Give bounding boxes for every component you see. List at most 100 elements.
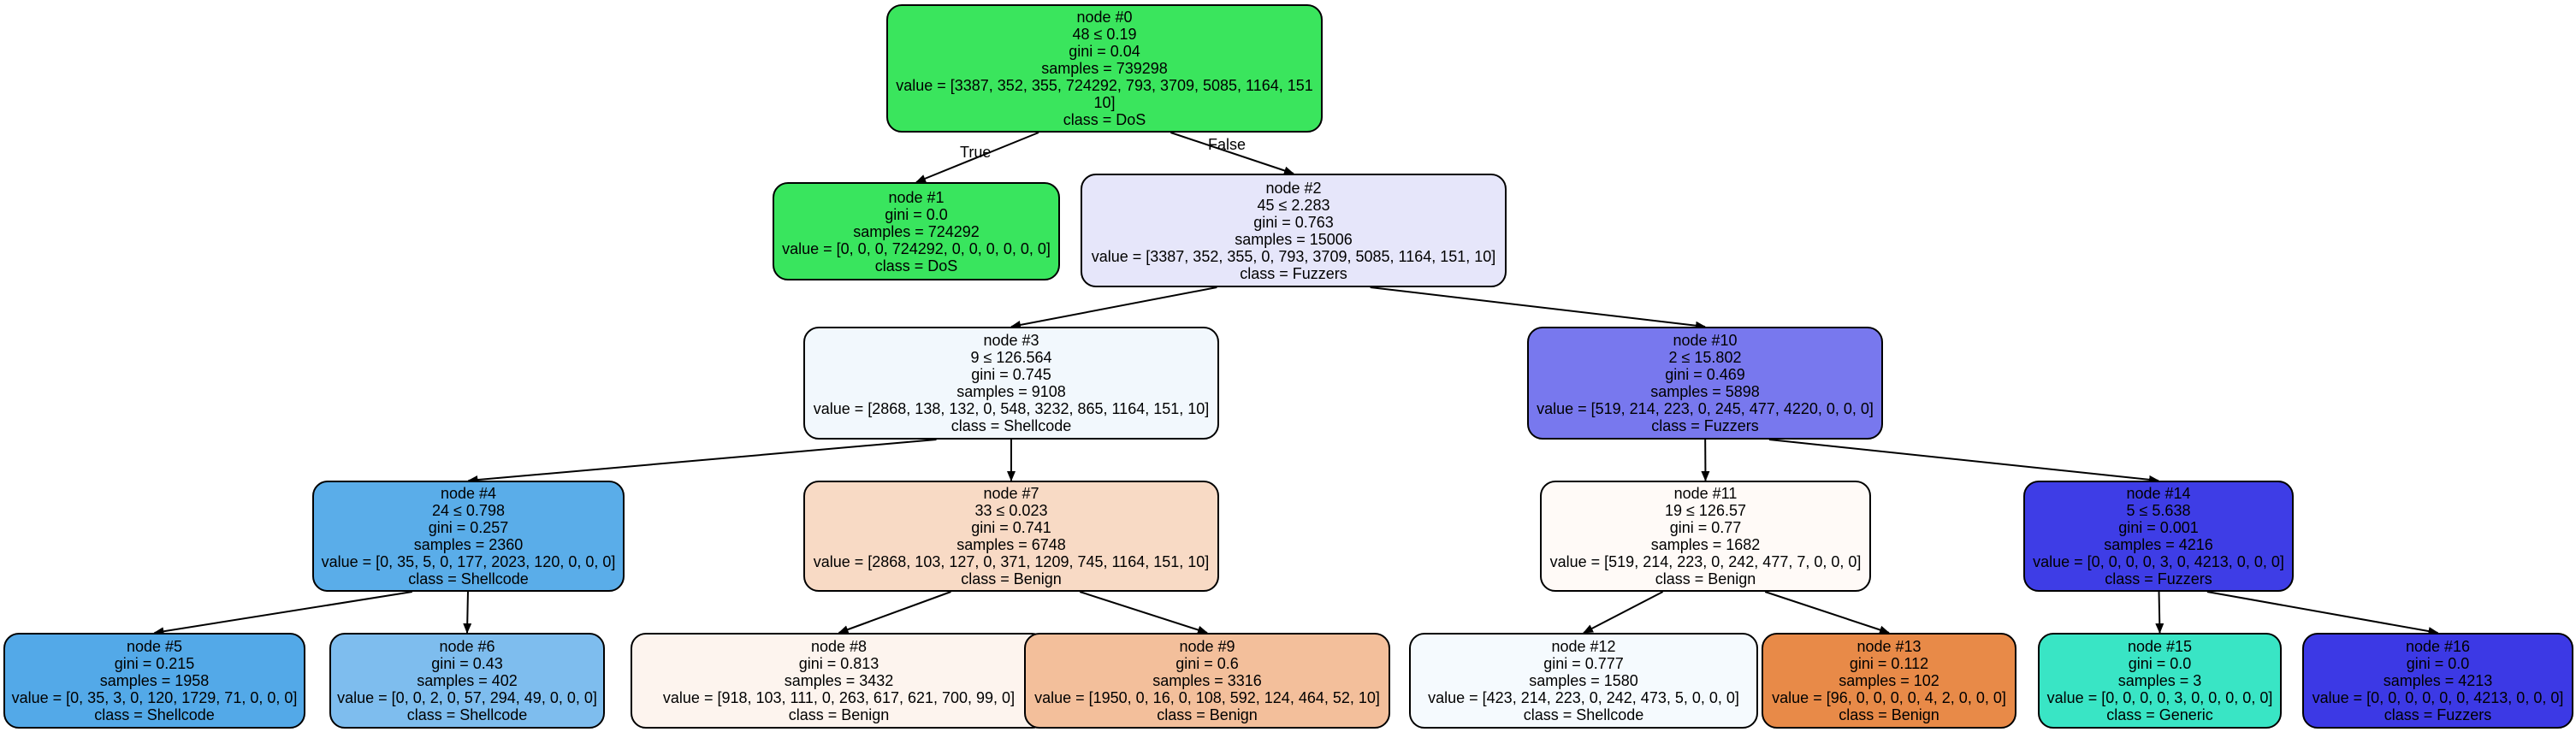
edge-node-7-to-node-9 — [1079, 591, 1208, 635]
node-gini: gini = 0.0 — [885, 205, 948, 223]
node-title: node #13 — [1856, 638, 1922, 655]
node-class: class = Benign — [1839, 706, 1939, 723]
node-class: class = Shellcode — [1523, 706, 1644, 723]
node-title: node #15 — [2127, 638, 2193, 655]
node-samples: samples = 3432 — [784, 672, 894, 689]
node-gini: gini = 0.112 — [1849, 655, 1929, 672]
node-title: node #0 — [1076, 9, 1133, 26]
node-class: class = Benign — [1655, 570, 1756, 587]
node-split-condition: 24 ≤ 0.798 — [432, 502, 505, 519]
node-value: value = [96, 0, 0, 0, 0, 4, 2, 0, 0, 0] — [1772, 689, 2006, 706]
node-samples: samples = 2360 — [413, 536, 524, 553]
node-gini: gini = 0.0 — [2406, 655, 2470, 672]
node-samples: samples = 9108 — [956, 383, 1066, 400]
node-class: class = Benign — [1157, 706, 1258, 723]
edge-node-10-to-node-14 — [1768, 439, 2159, 484]
edge-node-2-to-node-3 — [1010, 286, 1217, 329]
edge-node-14-to-node-16 — [2206, 591, 2439, 635]
node-class: class = Shellcode — [406, 706, 528, 723]
edge-node-3-to-node-4 — [467, 439, 937, 485]
node-class: class = Shellcode — [94, 706, 215, 723]
node-gini: gini = 0.77 — [1669, 519, 1742, 536]
node-title: node #2 — [1265, 179, 1322, 197]
edge-label-true: True — [960, 144, 992, 161]
edge-node-2-to-node-10 — [1370, 286, 1706, 330]
node-gini: gini = 0.43 — [431, 655, 503, 672]
node-value: value = [3387, 352, 355, 0, 793, 3709, 5… — [1091, 247, 1496, 265]
node-title: node #7 — [983, 485, 1039, 502]
node-gini: gini = 0.257 — [428, 519, 509, 536]
node-title: node #5 — [126, 638, 183, 655]
node-samples: samples = 4213 — [2383, 672, 2493, 689]
node-value: value = [2868, 103, 127, 0, 371, 1209, 7… — [813, 553, 1210, 570]
node-value: value = [1950, 0, 16, 0, 108, 592, 124, … — [1034, 689, 1380, 706]
node-gini: gini = 0.469 — [1665, 366, 1745, 383]
edge-label-false: False — [1208, 136, 1247, 153]
edge-node-7-to-node-8 — [838, 591, 951, 634]
node-value: value = [0, 0, 2, 0, 57, 294, 49, 0, 0, … — [337, 689, 597, 706]
node-samples: samples = 102 — [1839, 672, 1939, 689]
node-samples: samples = 15006 — [1235, 230, 1353, 248]
node-class: class = Generic — [2106, 706, 2213, 723]
edge-node-4-to-node-5 — [153, 591, 412, 636]
node-value: value = [0, 35, 5, 0, 177, 2023, 120, 0,… — [321, 553, 616, 570]
node-value: value = [918, 103, 111, 0, 263, 617, 621… — [662, 689, 1016, 706]
node-title: node #16 — [2405, 638, 2471, 655]
node-split-condition: 19 ≤ 126.57 — [1665, 502, 1746, 519]
edge-node-4-to-node-6 — [463, 591, 472, 634]
node-value: value = [2868, 138, 132, 0, 548, 3232, 8… — [813, 400, 1210, 417]
node-split-condition: 45 ≤ 2.283 — [1257, 196, 1330, 214]
node-value: value = [0, 35, 3, 0, 120, 1729, 71, 0, … — [11, 689, 298, 706]
node-class: class = Fuzzers — [2105, 570, 2212, 587]
node-value: value = [0, 0, 0, 0, 0, 0, 4213, 0, 0, 0… — [2312, 689, 2564, 706]
node-title: node #12 — [1551, 638, 1616, 655]
node-class: class = Fuzzers — [1651, 417, 1759, 434]
node-samples: samples = 4216 — [2104, 536, 2213, 553]
node-samples: samples = 1580 — [1529, 672, 1638, 689]
node-split-condition: 48 ≤ 0.19 — [1072, 26, 1137, 43]
node-title: node #1 — [888, 188, 945, 206]
edge-node-11-to-node-13 — [1764, 591, 1890, 635]
node-title: node #14 — [2126, 485, 2191, 502]
node-title: node #11 — [1673, 485, 1738, 502]
node-title: node #8 — [810, 638, 868, 655]
edge-node-0-to-node-2 — [1170, 132, 1294, 175]
node-class: class = Benign — [788, 706, 890, 723]
edge-node-11-to-node-12 — [1583, 591, 1664, 634]
node-value: value = [519, 214, 223, 0, 242, 477, 7, … — [1549, 553, 1862, 570]
node-class: class = Fuzzers — [2384, 706, 2492, 723]
node-gini: gini = 0.0 — [2128, 655, 2192, 672]
node-gini: gini = 0.6 — [1175, 655, 1239, 672]
node-gini: gini = 0.215 — [114, 655, 195, 672]
edge-node-0-to-node-1 — [915, 132, 1039, 183]
node-class: class = Shellcode — [950, 417, 1072, 434]
node-value: value = [0, 0, 0, 724292, 0, 0, 0, 0, 0,… — [782, 239, 1051, 257]
node-title: node #6 — [439, 638, 495, 655]
node-gini: gini = 0.745 — [971, 366, 1051, 383]
node-value: value = [3387, 352, 355, 724292, 793, 37… — [896, 77, 1313, 111]
node-samples: samples = 6748 — [956, 536, 1066, 553]
node-value: value = [0, 0, 0, 0, 3, 0, 0, 0, 0, 0] — [2046, 689, 2273, 706]
node-class: class = DoS — [874, 257, 958, 274]
node-samples: samples = 3316 — [1152, 672, 1262, 689]
node-title: node #3 — [983, 332, 1039, 349]
node-samples: samples = 739298 — [1041, 60, 1168, 77]
node-class: class = Shellcode — [408, 570, 529, 587]
node-samples: samples = 1682 — [1650, 536, 1761, 553]
